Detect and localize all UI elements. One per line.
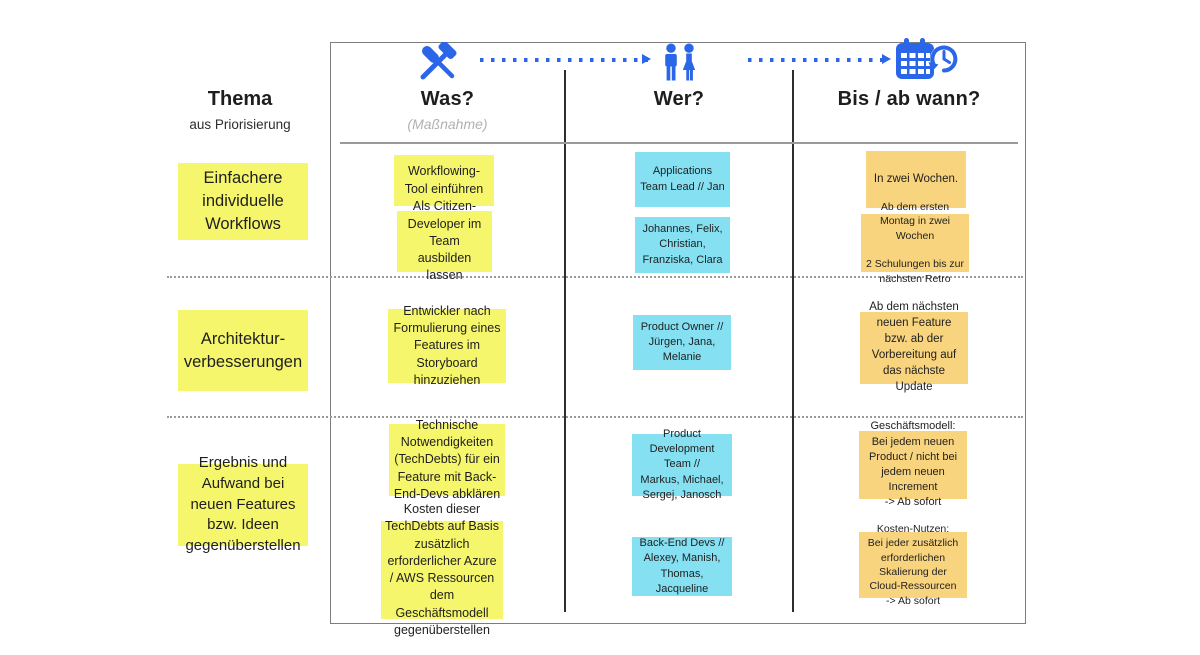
column-subheader-massnahme: (Maßnahme) [407, 116, 488, 132]
header-underline [340, 142, 1018, 144]
row-separator-2 [167, 416, 1023, 418]
thema-subtitle: aus Priorisierung [189, 117, 291, 132]
wer-note-johannes-felix[interactable]: Johannes, Felix, Christian, Franziska, C… [635, 217, 730, 273]
column-divider-2 [792, 70, 794, 612]
was-note-citizen-developer[interactable]: Als Citizen-Developer im Team ausbilden … [397, 199, 492, 282]
column-header-wer: Wer? [653, 88, 705, 110]
tools-icon[interactable] [414, 40, 462, 87]
topic-note-architektur[interactable]: Architektur-verbesserungen [178, 310, 308, 391]
people-icon[interactable] [660, 43, 700, 88]
wann-note-kosten-nutzen[interactable]: Kosten-Nutzen: Bei jeder zusätzlich erfo… [859, 523, 967, 607]
wann-note-in-zwei-wochen[interactable]: In zwei Wochen. [866, 151, 966, 208]
arrow-wer-to-wann [748, 54, 891, 64]
wer-note-applications-team-lead[interactable]: Applications Team Lead // Jan [635, 152, 730, 207]
column-divider-1 [564, 70, 566, 612]
topic-note-workflows[interactable]: Einfachere individuelle Workflows [178, 163, 308, 240]
action-table-frame [330, 42, 1026, 624]
arrow-was-to-wer [480, 54, 651, 64]
wer-note-product-development-team[interactable]: Product Development Team // Markus, Mich… [632, 428, 732, 501]
wann-note-geschaeftsmodell[interactable]: Geschäftsmodell: Bei jedem neuen Product… [859, 420, 967, 508]
wer-note-backend-devs[interactable]: Back-End Devs // Alexey, Manish, Thomas,… [632, 537, 732, 596]
thema-title: Thema [207, 88, 273, 110]
was-note-entwickler-storyboard[interactable]: Entwickler nach Formulierung eines Featu… [388, 304, 506, 387]
column-header-was: Was? [420, 88, 475, 110]
column-header-wann: Bis / ab wann? [837, 88, 981, 110]
calendar-clock-icon[interactable] [892, 36, 960, 87]
row-separator-1 [167, 276, 1023, 278]
wer-note-product-owner[interactable]: Product Owner // Jürgen, Jana, Melanie [633, 315, 731, 370]
wann-note-erster-montag[interactable]: Ab dem ersten Montag in zwei Wochen 2 Sc… [861, 201, 969, 285]
was-note-workflowing-tool[interactable]: Workflowing-Tool einführen [394, 155, 494, 206]
was-note-techdebts-abklaeren[interactable]: Technische Notwendigkeiten (TechDebts) f… [389, 418, 505, 501]
topic-note-ergebnis-aufwand[interactable]: Ergebnis und Aufwand bei neuen Features … [178, 454, 308, 554]
was-note-kosten-techdebts[interactable]: Kosten dieser TechDebts auf Basis zusätz… [381, 502, 503, 637]
wann-note-naechstes-feature[interactable]: Ab dem nächsten neuen Feature bzw. ab de… [860, 301, 968, 393]
